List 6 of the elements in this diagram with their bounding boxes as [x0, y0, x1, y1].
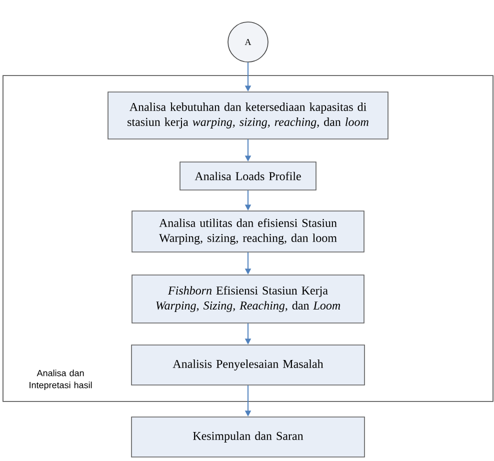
process-box: Analisis Penyelesaian Masalah: [131, 344, 365, 386]
process-box: Analisa Loads Profile: [180, 162, 316, 190]
process-box: Kesimpulan dan Saran: [131, 416, 365, 458]
process-box: Analisa kebutuhan dan ketersediaan kapasitas di stasiun kerja warping, sizing, reaching, dan loom: [108, 92, 388, 140]
process-box: Fishborn Efisiensi Stasiun Kerja Warping, Sizing, Reaching, dan Loom: [132, 274, 364, 324]
process-box: Analisa utilitas dan efisiensi Stasiun Warping, sizing, reaching, dan loom: [132, 210, 364, 252]
